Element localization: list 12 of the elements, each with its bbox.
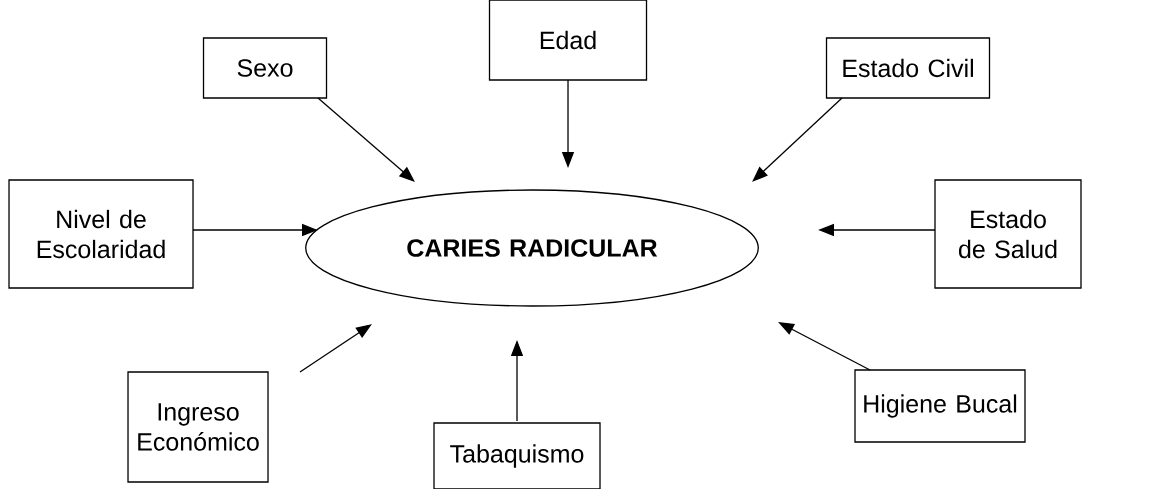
arrow bbox=[299, 324, 372, 373]
factor-box: Tabaquismo bbox=[433, 422, 601, 489]
factor-box: Edad bbox=[488, 0, 648, 81]
factor-box: Higiene Bucal bbox=[854, 369, 1026, 443]
factor-box: Estado de Salud bbox=[934, 179, 1082, 289]
factor-box: Ingreso Económico bbox=[127, 371, 269, 483]
ellipse-node: CARIES RADICULAR bbox=[305, 189, 759, 307]
arrow bbox=[317, 97, 415, 182]
factor-box: Sexo bbox=[202, 37, 328, 99]
arrow bbox=[752, 97, 843, 182]
factor-box: Nivel de Escolaridad bbox=[8, 179, 194, 289]
factor-box: Estado Civil bbox=[825, 37, 991, 99]
